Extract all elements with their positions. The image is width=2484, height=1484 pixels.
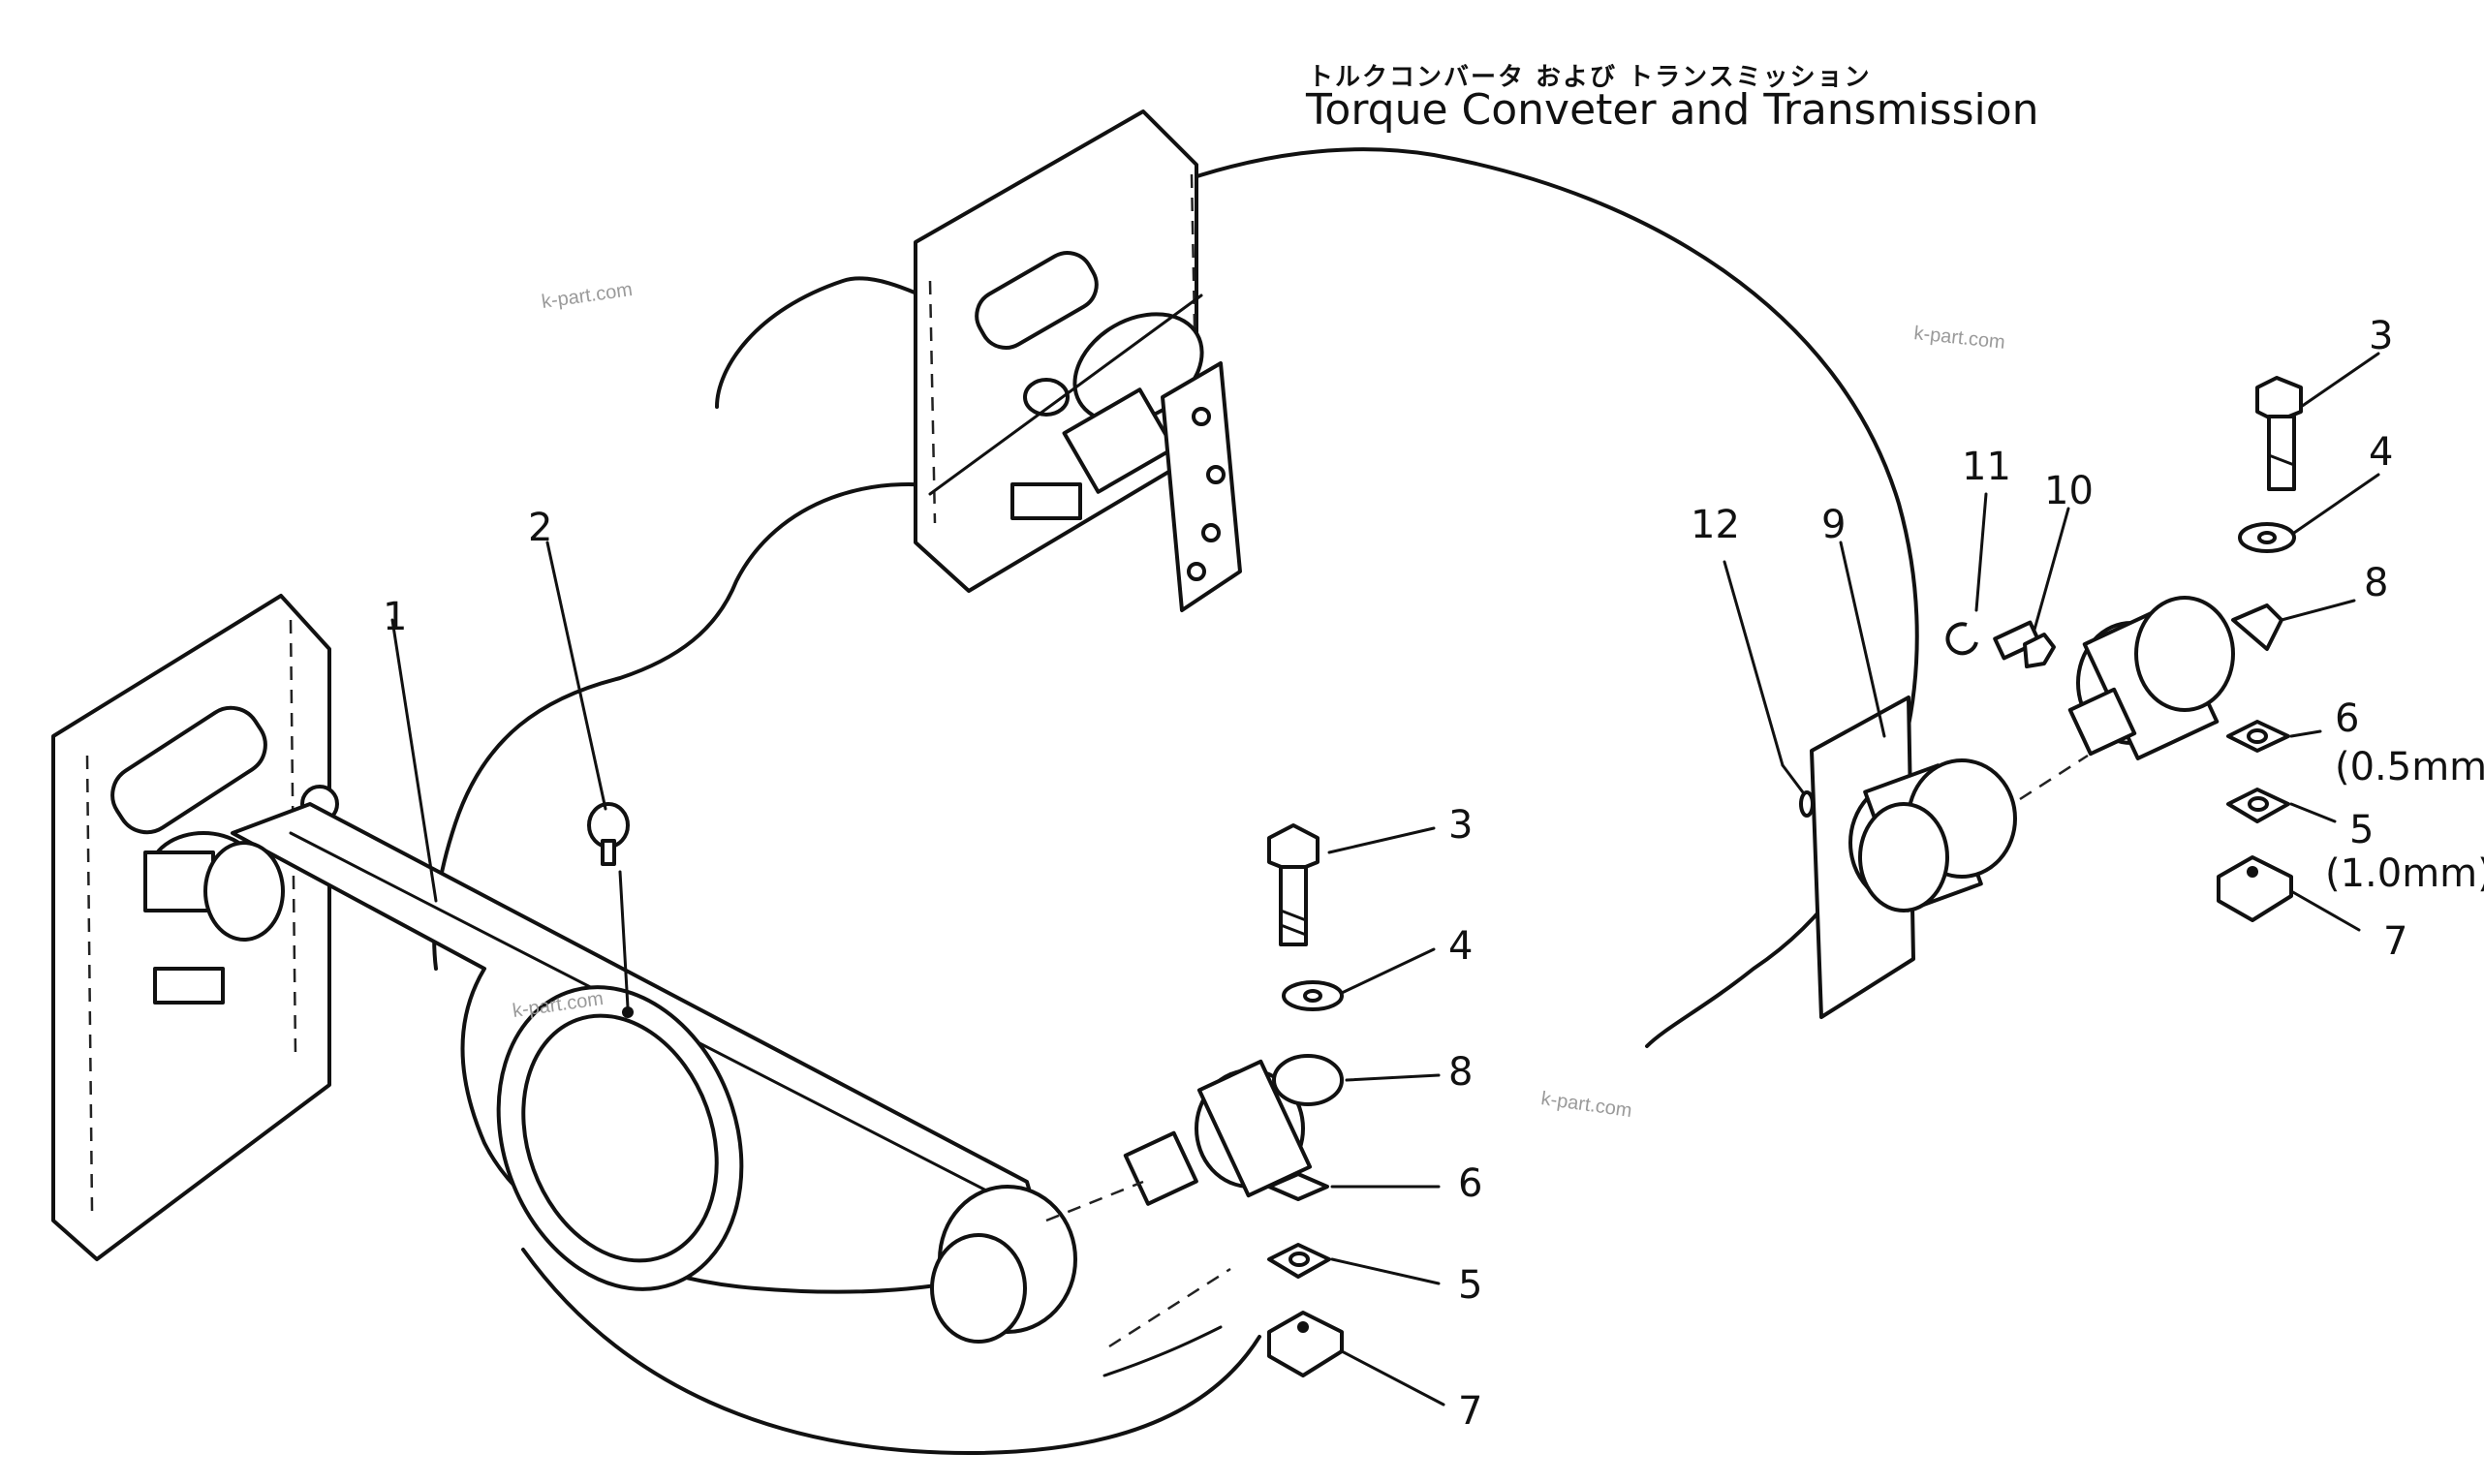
support-arm [203, 802, 1077, 1344]
watermark: k-part.com [1539, 1088, 1633, 1122]
leader-lines [390, 352, 2380, 1407]
callout-4-right: 4 [2369, 430, 2393, 475]
title-english: Torque Conveter and Transmission [1305, 85, 2039, 135]
watermarks: k-part.com k-part.com k-part.com k-part.… [512, 279, 2006, 1122]
callout-6-left: 6 [1458, 1161, 1482, 1206]
callout-1: 1 [383, 595, 407, 639]
callouts: 1 2 3 4 8 6 5 7 12 9 11 10 3 4 8 6 (0.5m… [383, 314, 2484, 1434]
title-japanese: トルクコンバータ および トランスミッション [1308, 63, 1872, 92]
callout-3-left: 3 [1448, 803, 1473, 848]
callout-4-left: 4 [1448, 924, 1473, 969]
callout-7-left: 7 [1458, 1389, 1482, 1434]
watermark: k-part.com [541, 279, 635, 313]
callout-5-right: 5 [2349, 808, 2374, 852]
left-mount-bracket [51, 594, 339, 1261]
callout-11: 11 [1962, 445, 2011, 489]
callout-2: 2 [528, 506, 552, 550]
callout-12: 12 [1691, 503, 1740, 547]
right-hardware-group [1781, 376, 2303, 1019]
callout-8-left: 8 [1448, 1050, 1473, 1095]
transmission-housing-outline [432, 147, 1919, 1455]
callout-10: 10 [2044, 469, 2094, 513]
callout-3-right: 3 [2369, 314, 2393, 358]
callout-9: 9 [1821, 503, 1846, 547]
upper-mount-bracket [914, 109, 1242, 612]
axis-lines [928, 294, 2089, 1348]
callout-5-left: 5 [1458, 1263, 1482, 1308]
left-hardware-group [1123, 823, 1344, 1377]
callout-6-right: 6 [2335, 696, 2359, 741]
callout-7-right: 7 [2383, 919, 2407, 964]
shim-note-thin: (0.5mm) [2335, 745, 2484, 789]
callout-8-right: 8 [2364, 561, 2388, 605]
grease-fitting [587, 802, 634, 1018]
shim-note-thick: (1.0mm) [2325, 851, 2484, 896]
watermark: k-part.com [1912, 323, 2005, 354]
